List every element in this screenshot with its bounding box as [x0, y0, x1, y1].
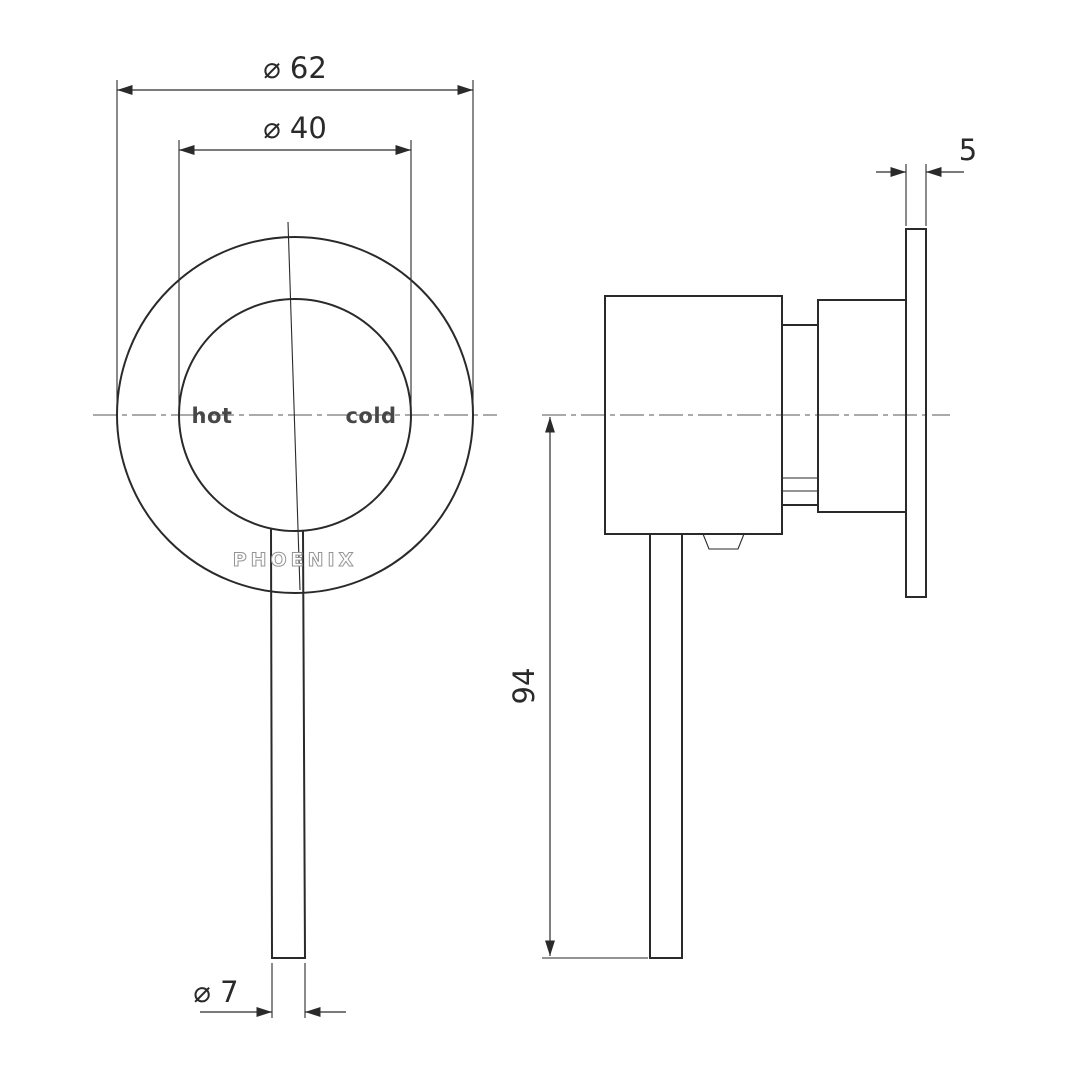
- dimension-outer-diameter: ⌀ 62: [116, 51, 474, 413]
- dim-inner-diameter-label: ⌀ 40: [263, 111, 327, 145]
- side-view: [542, 228, 950, 959]
- wall-plate-side: [905, 228, 927, 598]
- lever-handle-front: [270, 527, 307, 959]
- dim-handle-diameter-label: ⌀ 7: [193, 975, 238, 1009]
- dimension-plate-thickness: 5: [876, 133, 977, 226]
- dim-plate-thickness-label: 5: [959, 133, 977, 167]
- handle-base-inner-circle: [178, 298, 412, 532]
- faceplate-outer-circle: [116, 236, 474, 594]
- dimension-handle-diameter: ⌀ 7: [193, 963, 346, 1018]
- cold-label: cold: [345, 404, 396, 428]
- front-view: hot cold PHOENIX: [93, 221, 497, 959]
- dimension-handle-length: 94: [507, 417, 648, 959]
- brand-label: PHOENIX: [233, 549, 358, 571]
- dim-outer-diameter-label: ⌀ 62: [263, 51, 327, 85]
- mounting-flange-side: [817, 299, 907, 513]
- lever-handle-side: [649, 534, 683, 959]
- dimension-inner-diameter: ⌀ 40: [178, 111, 412, 413]
- hot-label: hot: [192, 404, 233, 428]
- grub-screw-detail: [702, 533, 745, 550]
- mixer-body-side: [604, 295, 783, 535]
- dim-handle-length-label: 94: [507, 668, 541, 705]
- handle-axis-line: [287, 221, 301, 591]
